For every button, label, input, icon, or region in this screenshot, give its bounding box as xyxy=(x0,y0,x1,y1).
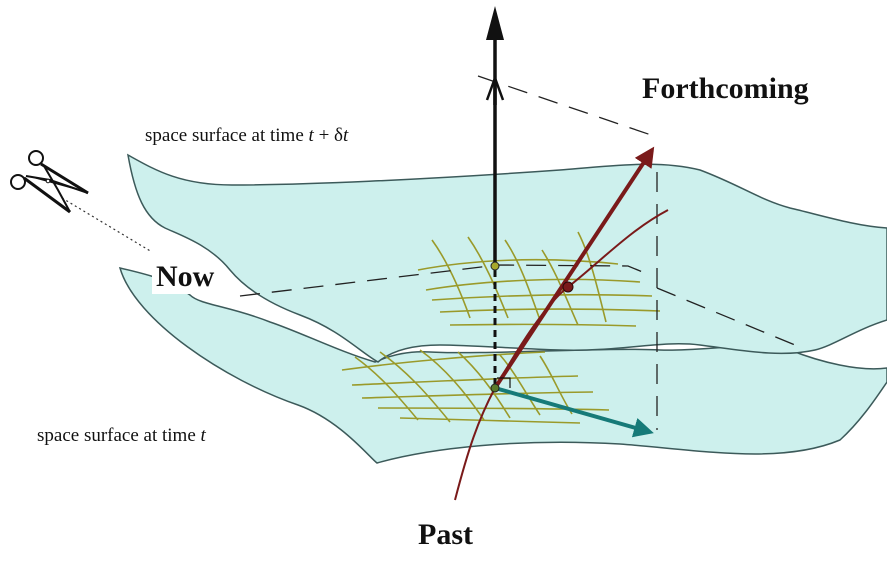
past-label: Past xyxy=(418,518,473,551)
spatial-arrow xyxy=(494,386,654,438)
event-point-upper xyxy=(490,261,500,271)
right-angle-marker xyxy=(497,377,511,388)
now-label: Now xyxy=(152,260,219,294)
upper-surface-delta: + δ xyxy=(313,125,343,146)
event-point-lower xyxy=(490,383,500,393)
worldline-crossing-point xyxy=(562,281,574,293)
velocity-arrow xyxy=(493,146,655,390)
time-axis xyxy=(485,6,505,388)
lower-grid xyxy=(341,349,610,424)
forthcoming-label: Forthcoming xyxy=(642,72,809,105)
upper-surface-label: space surface at time t + δt xyxy=(145,125,348,147)
upper-surface-label-text: space surface at time xyxy=(145,125,309,146)
upper-grid xyxy=(417,231,661,327)
upper-surface-time-var: t xyxy=(308,125,314,146)
scissors-icon xyxy=(10,150,89,214)
lower-surface-label: space surface at time t xyxy=(37,425,206,447)
upper-space-surface xyxy=(126,153,887,363)
upper-surface-time-var2: t xyxy=(342,125,349,146)
cut-dotted-line xyxy=(61,197,153,253)
lower-surface-time-var: t xyxy=(200,425,206,446)
lower-surface-label-text: space surface at time xyxy=(37,425,201,446)
projection-dashed-lines xyxy=(239,75,796,430)
lower-space-surface xyxy=(118,266,887,464)
